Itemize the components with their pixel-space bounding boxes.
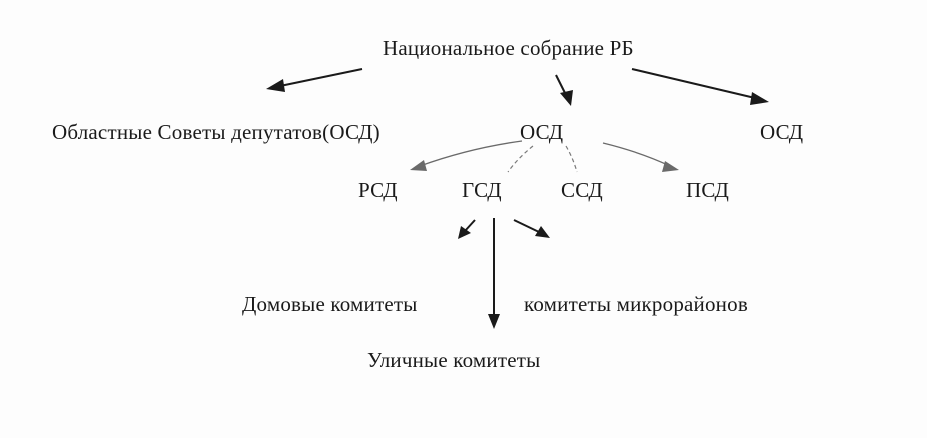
arrowhead-center-osd xyxy=(560,90,573,106)
arrow-osd-to-ssd xyxy=(565,145,578,173)
node-microdistrict-committees: комитеты микрорайонов xyxy=(524,292,748,316)
arrow-root-to-right-osd xyxy=(631,68,756,99)
node-city-council: ГСД xyxy=(462,178,502,202)
arrow-gsd-to-house xyxy=(464,219,476,232)
node-regional-councils-right: ОСД xyxy=(760,120,804,144)
arrow-root-to-left-osd xyxy=(279,68,363,87)
arrow-osd-to-gsd xyxy=(507,145,534,173)
arrowhead-micro xyxy=(535,226,550,238)
arrow-osd-to-psd xyxy=(602,142,671,167)
arrow-root-to-center-osd xyxy=(555,74,567,96)
node-settlement-council: ПСД xyxy=(686,178,730,202)
node-regional-councils-left: Областные Советы депутатов(ОСД) xyxy=(52,120,380,144)
arrowhead-left-osd xyxy=(266,79,285,92)
arrowhead-rsd xyxy=(410,160,427,171)
node-district-council: РСД xyxy=(358,178,398,202)
node-house-committees: Домовые комитеты xyxy=(242,292,418,316)
node-village-council: ССД xyxy=(561,178,603,202)
arrow-osd-to-rsd xyxy=(419,140,523,167)
node-regional-councils-center: ОСД xyxy=(520,120,564,144)
arrowhead-street xyxy=(488,314,500,329)
arrowhead-right-osd xyxy=(750,92,769,105)
arrow-gsd-to-micro xyxy=(513,219,540,233)
arrowhead-psd xyxy=(662,161,679,172)
node-national-assembly: Национальное собрание РБ xyxy=(383,36,634,60)
node-street-committees: Уличные комитеты xyxy=(367,348,541,372)
arrowhead-house xyxy=(458,226,471,239)
